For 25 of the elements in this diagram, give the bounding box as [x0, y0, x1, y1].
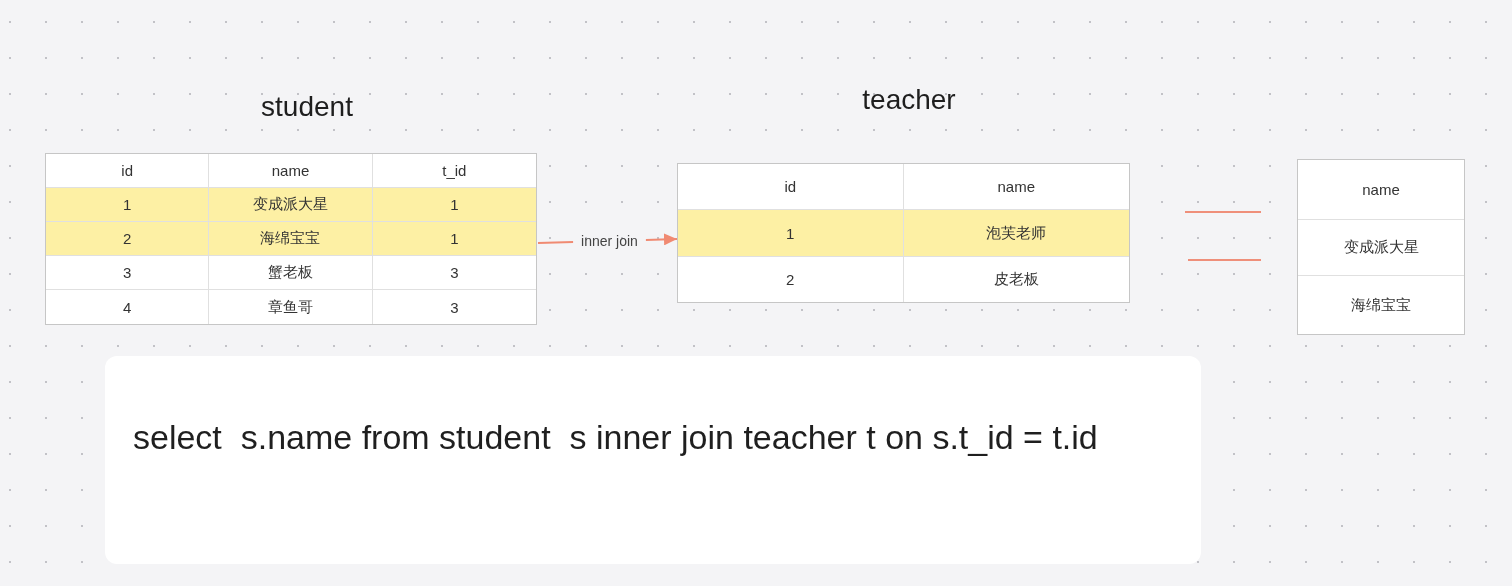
header-cell: name	[1298, 160, 1464, 220]
table-cell-text: 海绵宝宝	[1350, 294, 1412, 315]
highlighted-cell: 变成派大星	[209, 188, 373, 222]
table-cell: 4	[46, 290, 210, 324]
table-cell: 蟹老板	[209, 256, 373, 290]
highlighted-cell: 1	[678, 210, 904, 257]
table-cell: 章鱼哥	[209, 290, 373, 324]
table-cell: 变成派大星	[1298, 220, 1464, 276]
highlighted-cell: 1	[46, 188, 210, 222]
highlighted-cell: 1	[372, 222, 536, 256]
table-title: student	[261, 90, 353, 124]
table-title: teacher	[862, 83, 956, 117]
sql-query: select s.name from student s inner join teacher t on s.t_id = t.id	[133, 417, 1098, 458]
edge-label: inner join	[581, 232, 638, 250]
highlighted-cell: 2	[46, 222, 210, 256]
highlighted-cell: 1	[372, 188, 536, 222]
table-cell: 3	[46, 256, 210, 290]
arrow	[537, 233, 678, 246]
table-cell-text: 3	[449, 297, 460, 318]
highlighted-cell: 泡芙老师	[903, 210, 1129, 257]
highlighted-cell: 海绵宝宝	[209, 222, 373, 256]
code-box	[105, 356, 1201, 564]
table-cell-text: 皮老板	[992, 269, 1040, 289]
table-cell: 3	[372, 256, 536, 290]
table-cell: 2	[678, 257, 904, 302]
